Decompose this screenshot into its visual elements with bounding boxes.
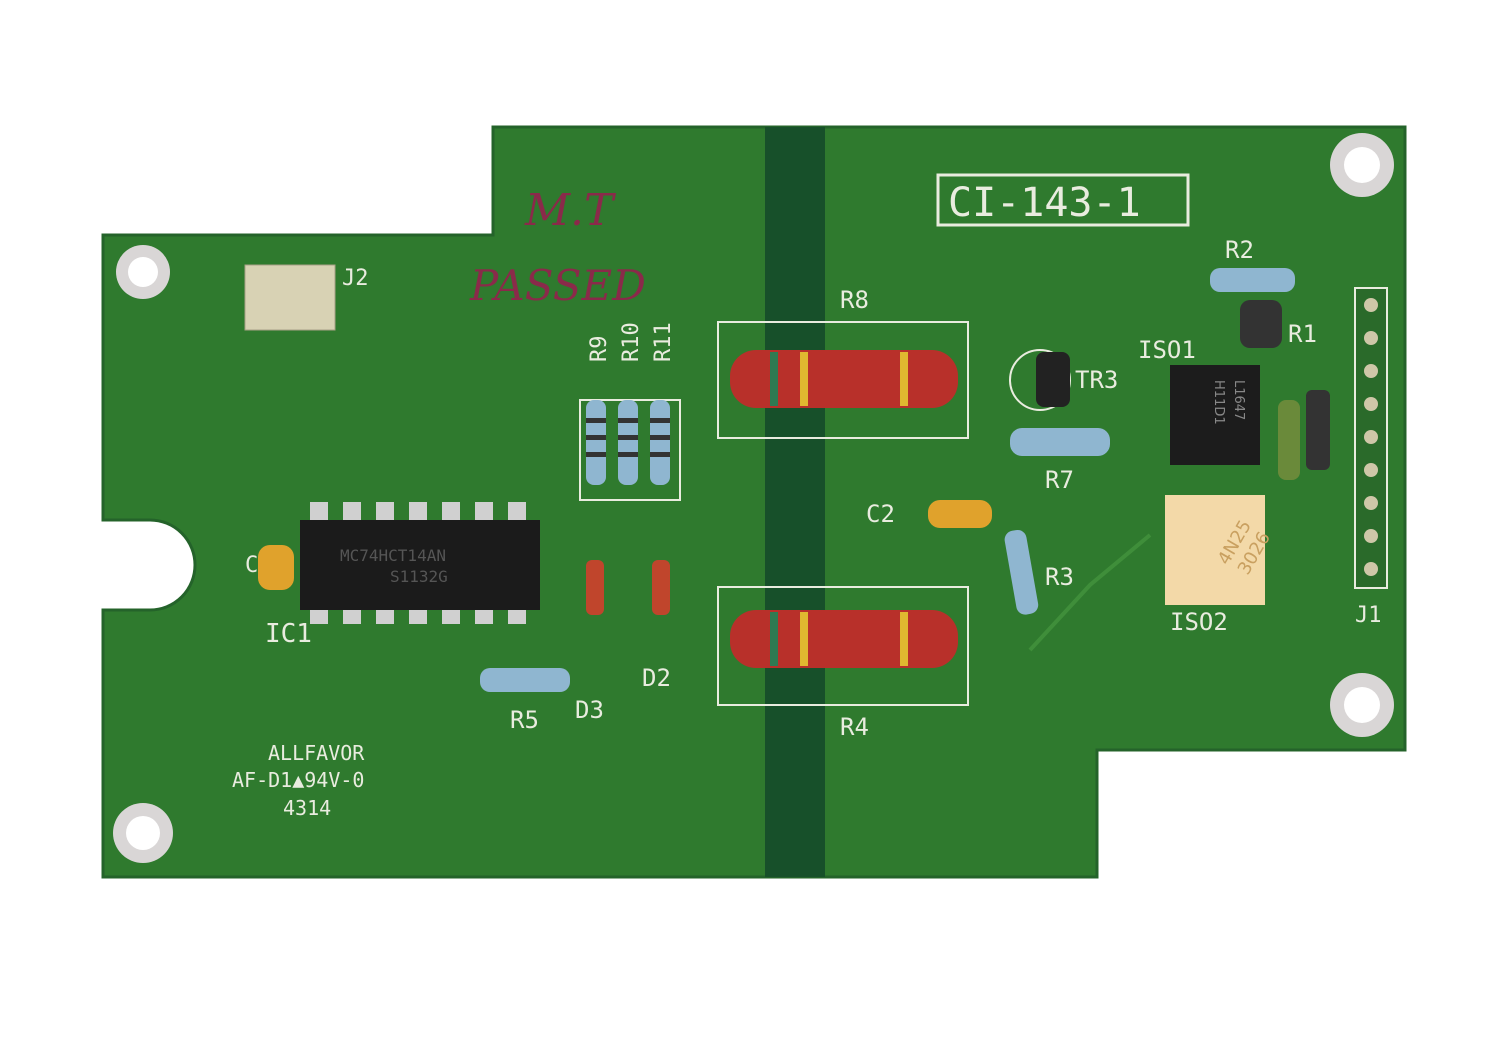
label-d2: D2 (642, 664, 671, 692)
capacitor-c1 (258, 545, 294, 590)
capacitor-c2 (928, 500, 992, 528)
resistor-r7 (1010, 428, 1110, 456)
resistor-r3 (1004, 529, 1039, 615)
ic1-date-code: S1132G (390, 567, 448, 586)
iso1-marking: H11D1 (1211, 380, 1226, 425)
label-r2: R2 (1225, 236, 1254, 264)
label-r10: R10 (619, 322, 644, 362)
part-number: CI-143-1 (948, 180, 1141, 226)
label-r1: R1 (1288, 320, 1317, 348)
handwritten-note-line2: PASSED (469, 261, 646, 310)
label-r8: R8 (840, 286, 869, 314)
date-code: 4314 (283, 796, 331, 820)
label-iso1: ISO1 (1138, 336, 1196, 364)
label-r11: R11 (651, 322, 676, 362)
label-r9: R9 (587, 336, 612, 363)
resistor-vertical (1278, 400, 1300, 480)
ic1-marking: MC74HCT14AN (340, 546, 446, 565)
diode-d2 (652, 560, 670, 615)
label-r3: R3 (1045, 563, 1074, 591)
connector-j2 (244, 264, 336, 331)
optocoupler-iso2 (1165, 495, 1265, 605)
label-tr3: TR3 (1075, 366, 1118, 394)
transistor-tr3 (1036, 352, 1070, 407)
label-ic1: IC1 (265, 619, 312, 649)
resistor-r5 (480, 668, 570, 692)
label-j1: J1 (1355, 603, 1382, 628)
manufacturer-name: ALLFAVOR (268, 741, 365, 765)
label-j2: J2 (342, 266, 369, 291)
label-c2: C2 (866, 500, 895, 528)
ground-stripe (765, 127, 825, 877)
label-r5: R5 (510, 706, 539, 734)
resistor-r8 (730, 350, 958, 408)
resistors-r9-r11 (579, 399, 681, 501)
optocoupler-iso1 (1170, 365, 1260, 465)
flammability-rating: AF-D1▲94V-0 (232, 768, 364, 792)
label-iso2: ISO2 (1170, 608, 1228, 636)
ic1-chip (300, 520, 540, 610)
diode-d3 (586, 560, 604, 615)
resistor-r4 (730, 610, 958, 668)
label-r7: R7 (1045, 466, 1074, 494)
diode-vertical (1306, 390, 1330, 470)
label-c1: C (245, 553, 258, 578)
label-r4: R4 (840, 713, 869, 741)
transistor-r1 (1240, 300, 1282, 348)
mounting-holes (113, 133, 1394, 863)
resistor-r2 (1210, 268, 1295, 292)
iso1-date-code: L1647 (1231, 380, 1246, 420)
circuit-board (101, 125, 1407, 879)
label-d3: D3 (575, 696, 604, 724)
handwritten-note-line1: M.T (524, 185, 617, 236)
